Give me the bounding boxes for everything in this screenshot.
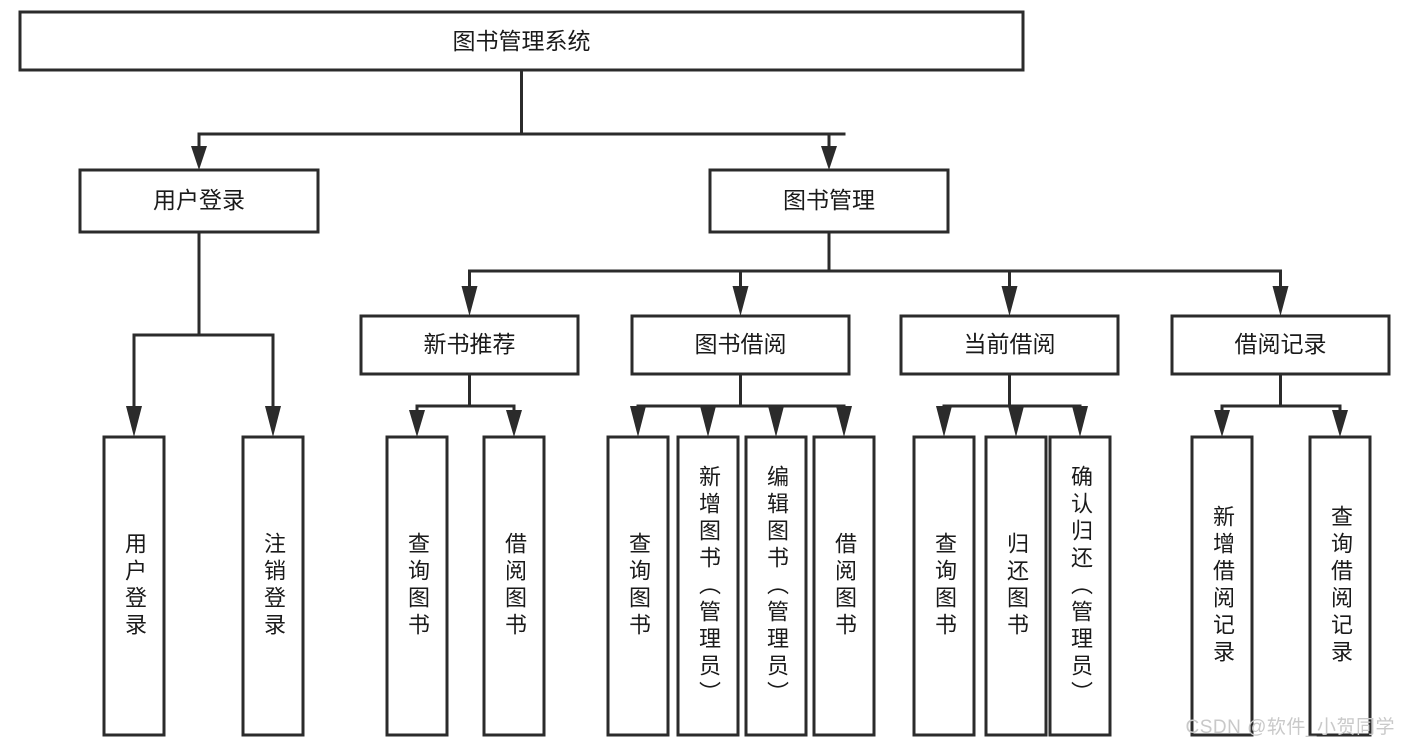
node-root-label: 图书管理系统 — [453, 28, 591, 54]
leaf-box-query-book-2[interactable] — [606, 435, 670, 737]
leaf-box-return-book[interactable] — [984, 435, 1048, 737]
connector-group-user-login — [126, 230, 281, 437]
arrow-head-leaf-query-book-3 — [936, 406, 952, 437]
arrow-head-current-borrow — [1001, 286, 1018, 316]
leaf-box-edit-book[interactable] — [744, 435, 808, 737]
arrow-head-borrow-records — [1272, 286, 1289, 316]
leaf-box-user-login[interactable] — [102, 435, 166, 737]
leaf-box-logout[interactable] — [241, 435, 305, 737]
leaf-box-query-book-3[interactable] — [912, 435, 976, 737]
node-book-management-box[interactable] — [708, 168, 950, 234]
connector-group-root — [191, 68, 846, 170]
arrow-head-leaf-borrow-book-1 — [506, 410, 522, 437]
connector-group-new-book-rec — [409, 372, 522, 437]
node-new-book-recommend-label: 新书推荐 — [424, 331, 516, 357]
leaf-box-confirm-return[interactable] — [1048, 435, 1112, 737]
arrow-head-leaf-logout — [265, 406, 281, 437]
arrow-head-leaf-user-login — [126, 406, 142, 437]
leaf-box-add-book[interactable] — [676, 435, 740, 737]
connector-group-current-borrow — [936, 372, 1088, 437]
node-current-borrow-box[interactable] — [899, 314, 1120, 376]
node-book-borrow[interactable]: 图书借阅 — [630, 314, 851, 376]
arrow-head-leaf-add-record — [1214, 410, 1230, 437]
node-book-borrow-label: 图书借阅 — [695, 331, 787, 357]
arrow-head-leaf-add-book — [700, 406, 716, 437]
node-user-login-box[interactable] — [78, 168, 320, 234]
node-borrow-records[interactable]: 借阅记录 — [1170, 314, 1391, 376]
arrow-head-leaf-query-book-1 — [409, 410, 425, 437]
arrow-head-leaf-query-book-2 — [630, 406, 646, 437]
leaf-box-borrow-book-2[interactable] — [812, 435, 876, 737]
arrow-head-leaf-query-record — [1332, 410, 1348, 437]
node-book-management-label: 图书管理 — [783, 187, 875, 213]
node-current-borrow[interactable]: 当前借阅 — [899, 314, 1120, 376]
leaf-boxes — [102, 435, 1372, 737]
arrow-head-leaf-confirm-return — [1072, 406, 1088, 437]
connector-group-borrow-records — [1214, 372, 1348, 437]
node-borrow-records-label: 借阅记录 — [1235, 331, 1327, 357]
node-new-book-recommend[interactable]: 新书推荐 — [359, 314, 580, 376]
node-book-management[interactable]: 图书管理 — [708, 168, 950, 234]
arrow-head-book-borrow — [732, 286, 749, 316]
connector-group-book-borrow — [630, 372, 852, 437]
node-book-borrow-box[interactable] — [630, 314, 851, 376]
arrow-head-book-mgmt — [821, 146, 837, 170]
leaf-box-query-book-1[interactable] — [385, 435, 449, 737]
node-root-box[interactable] — [18, 10, 1025, 72]
leaf-box-borrow-book-1[interactable] — [482, 435, 546, 737]
arrow-head-new-book-rec — [461, 286, 478, 316]
arrow-head-leaf-edit-book — [768, 406, 784, 437]
node-user-login-label: 用户登录 — [153, 187, 245, 213]
node-current-borrow-label: 当前借阅 — [964, 331, 1056, 357]
csdn-watermark: CSDN @软件_小贺同学 — [1185, 717, 1395, 738]
arrow-head-leaf-return-book — [1008, 406, 1024, 437]
arrow-head-leaf-borrow-book-2 — [836, 406, 852, 437]
connector-group-book-mgmt — [461, 230, 1289, 316]
leaf-box-query-record[interactable] — [1308, 435, 1372, 737]
leaf-box-add-record[interactable] — [1190, 435, 1254, 737]
node-user-login[interactable]: 用户登录 — [78, 168, 320, 234]
node-root[interactable]: 图书管理系统 — [18, 10, 1025, 72]
node-borrow-records-box[interactable] — [1170, 314, 1391, 376]
arrow-head-user-login — [191, 146, 207, 170]
node-new-book-recommend-box[interactable] — [359, 314, 580, 376]
